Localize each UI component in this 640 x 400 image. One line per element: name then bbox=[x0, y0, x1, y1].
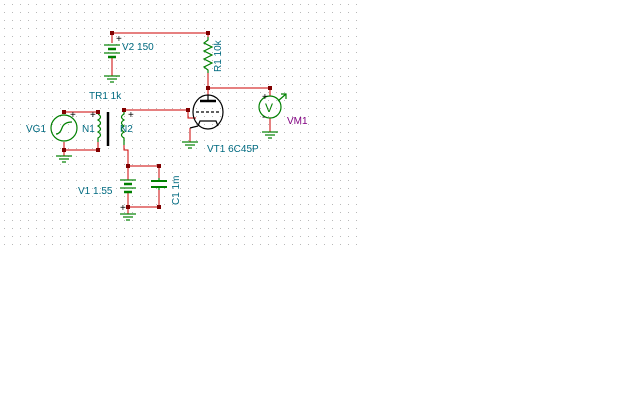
node bbox=[126, 205, 130, 209]
v2-label: V2 150 bbox=[122, 42, 154, 53]
vg1-label: VG1 bbox=[26, 124, 46, 135]
node bbox=[96, 148, 100, 152]
transformer-icon[interactable] bbox=[96, 110, 126, 146]
node bbox=[206, 31, 210, 35]
node bbox=[186, 108, 190, 112]
battery-icon[interactable] bbox=[104, 44, 120, 59]
tr1-label: TR1 1k bbox=[89, 91, 122, 102]
ground-icon bbox=[56, 155, 72, 163]
node bbox=[122, 108, 126, 112]
node bbox=[110, 31, 114, 35]
tr1-n1-label: N1 bbox=[82, 124, 95, 135]
capacitor-icon[interactable] bbox=[151, 178, 167, 190]
ground-icon bbox=[182, 141, 198, 149]
ground-icon bbox=[104, 75, 120, 83]
vm1-label: VM1 bbox=[287, 116, 308, 127]
wire-grid bbox=[124, 109, 196, 119]
wire-r1-to-plate bbox=[207, 73, 271, 96]
node bbox=[96, 110, 100, 114]
voltmeter-icon[interactable] bbox=[258, 93, 287, 119]
polarity-minus: - bbox=[262, 112, 265, 123]
signal-generator-icon[interactable] bbox=[50, 114, 78, 142]
wire-vg1-bottom bbox=[63, 142, 99, 151]
battery-icon[interactable] bbox=[120, 179, 136, 194]
node bbox=[126, 164, 130, 168]
triode-tube-icon[interactable] bbox=[189, 94, 224, 130]
r1-label: R1 10k bbox=[213, 39, 224, 72]
polarity-plus: + bbox=[128, 110, 134, 121]
node bbox=[268, 86, 272, 90]
polarity-marks: + + + + + + - bbox=[70, 34, 268, 214]
polarity-plus: + bbox=[262, 92, 268, 103]
junction-nodes bbox=[62, 31, 272, 209]
polarity-plus: + bbox=[90, 110, 96, 121]
node bbox=[62, 110, 66, 114]
voltmeter-symbol: V bbox=[265, 101, 273, 115]
node bbox=[62, 148, 66, 152]
c1-label: C1 1m bbox=[171, 176, 182, 205]
polarity-plus: + bbox=[120, 203, 126, 214]
polarity-plus: + bbox=[116, 34, 122, 45]
polarity-plus: + bbox=[70, 110, 76, 121]
node bbox=[206, 86, 210, 90]
v1-label: V1 1.55 bbox=[78, 186, 113, 197]
resistor-icon[interactable] bbox=[202, 37, 214, 73]
tr1-n2-label: N2 bbox=[120, 124, 133, 135]
grid-dots bbox=[4, 4, 357, 245]
node bbox=[157, 205, 161, 209]
node bbox=[157, 164, 161, 168]
vt1-label: VT1 6C45P bbox=[207, 144, 259, 155]
ground-icon bbox=[262, 131, 278, 139]
ground-icon bbox=[120, 213, 136, 221]
